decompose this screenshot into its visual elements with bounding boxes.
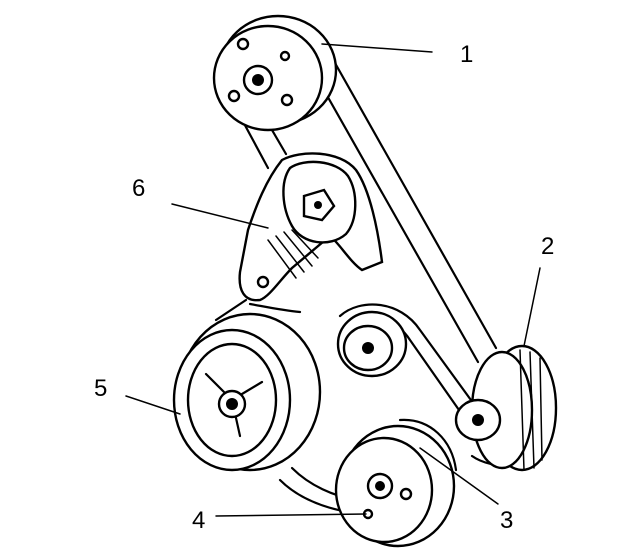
pulley-idler-middle	[336, 310, 408, 378]
callout-4: 4	[192, 507, 205, 534]
callout-2: 2	[541, 233, 554, 260]
callout-5: 5	[94, 375, 107, 402]
callout-labels: 1 2 3 4 5 6	[94, 41, 554, 534]
leader-line-1	[321, 43, 433, 53]
pulley-2-ribbed	[454, 344, 558, 472]
leader-line-2	[523, 267, 541, 347]
leader-line-4	[215, 513, 367, 517]
pulley-5-crankshaft	[172, 312, 322, 472]
leader-line-3	[419, 447, 499, 505]
leader-line-5	[125, 395, 181, 415]
callout-6: 6	[132, 175, 145, 202]
pulley-1-idler	[212, 14, 338, 132]
pulley-4-bottom	[334, 424, 456, 548]
callout-1: 1	[460, 41, 473, 68]
leader-line-6	[171, 203, 269, 229]
leader-lines	[125, 43, 541, 517]
callout-3: 3	[500, 507, 513, 534]
tensioner-6	[238, 152, 384, 302]
